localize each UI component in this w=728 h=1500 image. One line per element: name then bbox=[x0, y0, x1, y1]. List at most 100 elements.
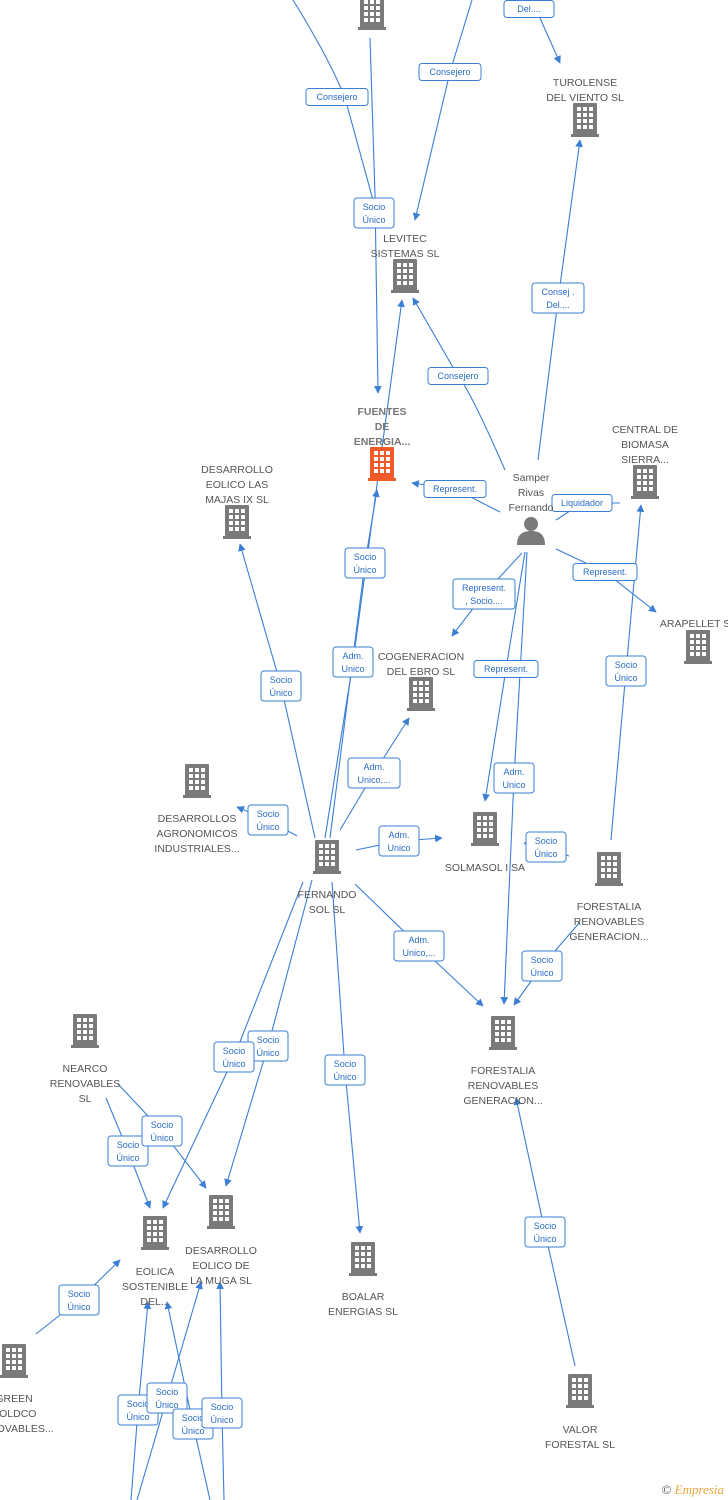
edge-label-e_liquidador[interactable]: Liquidador bbox=[551, 494, 613, 512]
building-icon[interactable] bbox=[684, 630, 712, 664]
edge-label-box[interactable] bbox=[146, 1382, 188, 1414]
edge-label-e_consejero_top_left[interactable]: Consejero bbox=[305, 88, 369, 106]
edge-label-e_consej_del[interactable]: Consej .Del.... bbox=[531, 282, 585, 314]
node-central_biomasa[interactable]: CENTRAL DEBIOMASASIERRA... bbox=[612, 424, 678, 499]
node-solmasol[interactable]: SOLMASOL I SA bbox=[445, 812, 525, 874]
brand-logo[interactable]: Empresia bbox=[674, 1482, 724, 1497]
edge-label-e_adm_forestalia[interactable]: Adm.Unico,... bbox=[393, 930, 445, 962]
edge-label-box[interactable] bbox=[423, 480, 487, 498]
edge-label-e_adm_levitec[interactable]: Adm.Unico bbox=[332, 646, 374, 678]
edge-label-e_adm_solmasol[interactable]: Adm.Unico bbox=[378, 825, 420, 857]
building-icon[interactable] bbox=[407, 677, 435, 711]
edge-label-box[interactable] bbox=[260, 670, 302, 702]
building-icon[interactable] bbox=[571, 103, 599, 137]
edge-label-box[interactable] bbox=[521, 950, 563, 982]
node-top_company[interactable] bbox=[358, 0, 386, 30]
edge-label-box[interactable] bbox=[141, 1115, 183, 1147]
node-forestalia_center[interactable]: FORESTALIARENOVABLESGENERACION... bbox=[463, 1016, 543, 1107]
edge-label-box[interactable] bbox=[503, 0, 555, 18]
edge-label-box[interactable] bbox=[107, 1135, 149, 1167]
edge-label-box[interactable] bbox=[525, 831, 567, 863]
building-icon[interactable] bbox=[313, 840, 341, 874]
building-icon[interactable] bbox=[471, 812, 499, 846]
edge-label-box[interactable] bbox=[605, 655, 647, 687]
building-icon[interactable] bbox=[368, 447, 396, 481]
edge-label-box[interactable] bbox=[324, 1054, 366, 1086]
building-icon[interactable] bbox=[183, 764, 211, 798]
edge-label-e_consejero_top_mid[interactable]: Consejero bbox=[418, 63, 482, 81]
building-icon[interactable] bbox=[566, 1374, 594, 1408]
edge-label-box[interactable] bbox=[418, 63, 482, 81]
building-icon[interactable] bbox=[0, 1344, 28, 1378]
building-icon[interactable] bbox=[141, 1216, 169, 1250]
edge-label-box[interactable] bbox=[344, 547, 386, 579]
edge-label-box[interactable] bbox=[347, 757, 401, 789]
edge-label-box[interactable] bbox=[58, 1284, 100, 1316]
edge-label-box[interactable] bbox=[473, 660, 539, 678]
edge-label-box[interactable] bbox=[201, 1397, 243, 1429]
node-desarrollos_agro[interactable]: DESARROLLOSAGRONOMICOSINDUSTRIALES... bbox=[154, 764, 240, 855]
edge-label-e_represent_socio[interactable]: Represent., Socio.... bbox=[452, 578, 516, 610]
edge-label-box[interactable] bbox=[213, 1041, 255, 1073]
edge-label-box[interactable] bbox=[305, 88, 369, 106]
edge-label-e_represent_solmasol[interactable]: Represent. bbox=[473, 660, 539, 678]
building-icon[interactable] bbox=[223, 505, 251, 539]
node-eolica_sostenible[interactable]: EOLICASOSTENIBLEDEL... bbox=[122, 1216, 188, 1308]
node-fuentes[interactable]: FUENTESDEENERGIA... bbox=[354, 406, 411, 481]
edge-label-e_consejero_samper[interactable]: Consejero bbox=[427, 367, 489, 385]
edge-label-box[interactable] bbox=[493, 762, 535, 794]
edge-label-box[interactable] bbox=[378, 825, 420, 857]
building-icon[interactable] bbox=[71, 1014, 99, 1048]
edge-label-e_adm_cogeneracion[interactable]: Adm.Unico,... bbox=[347, 757, 401, 789]
edge-label-box[interactable] bbox=[247, 804, 289, 836]
person-icon[interactable] bbox=[517, 517, 545, 545]
building-icon[interactable] bbox=[595, 852, 623, 886]
edge-label-box[interactable] bbox=[353, 197, 395, 229]
edge-label-box[interactable] bbox=[551, 494, 613, 512]
node-green_coldco[interactable]: GREENCOLDCORENOVABLES... bbox=[0, 1344, 54, 1435]
edge-label-box[interactable] bbox=[393, 930, 445, 962]
node-forestalia_right[interactable]: FORESTALIARENOVABLESGENERACION... bbox=[569, 852, 649, 943]
edge-label-e_represent_fuentes[interactable]: Represent. bbox=[423, 480, 487, 498]
edge-label-e_represent_arapellet[interactable]: Represent. bbox=[572, 563, 638, 581]
edge-label-box[interactable] bbox=[427, 367, 489, 385]
building-icon[interactable] bbox=[207, 1195, 235, 1229]
edge-label-box[interactable] bbox=[452, 578, 516, 610]
edge-label-box[interactable] bbox=[531, 282, 585, 314]
edge-label-box[interactable] bbox=[332, 646, 374, 678]
building-icon[interactable] bbox=[489, 1016, 517, 1050]
building-icon[interactable] bbox=[349, 1242, 377, 1276]
edge-label-box[interactable] bbox=[524, 1216, 566, 1248]
node-arapellet[interactable]: ARAPELLET SL bbox=[660, 618, 728, 664]
building-icon[interactable] bbox=[391, 259, 419, 293]
edge-label-box[interactable] bbox=[572, 563, 638, 581]
building-icon[interactable] bbox=[631, 465, 659, 499]
building-icon[interactable] bbox=[358, 0, 386, 30]
edge-label-e_adm_forestalia_samper[interactable]: Adm.Unico bbox=[493, 762, 535, 794]
